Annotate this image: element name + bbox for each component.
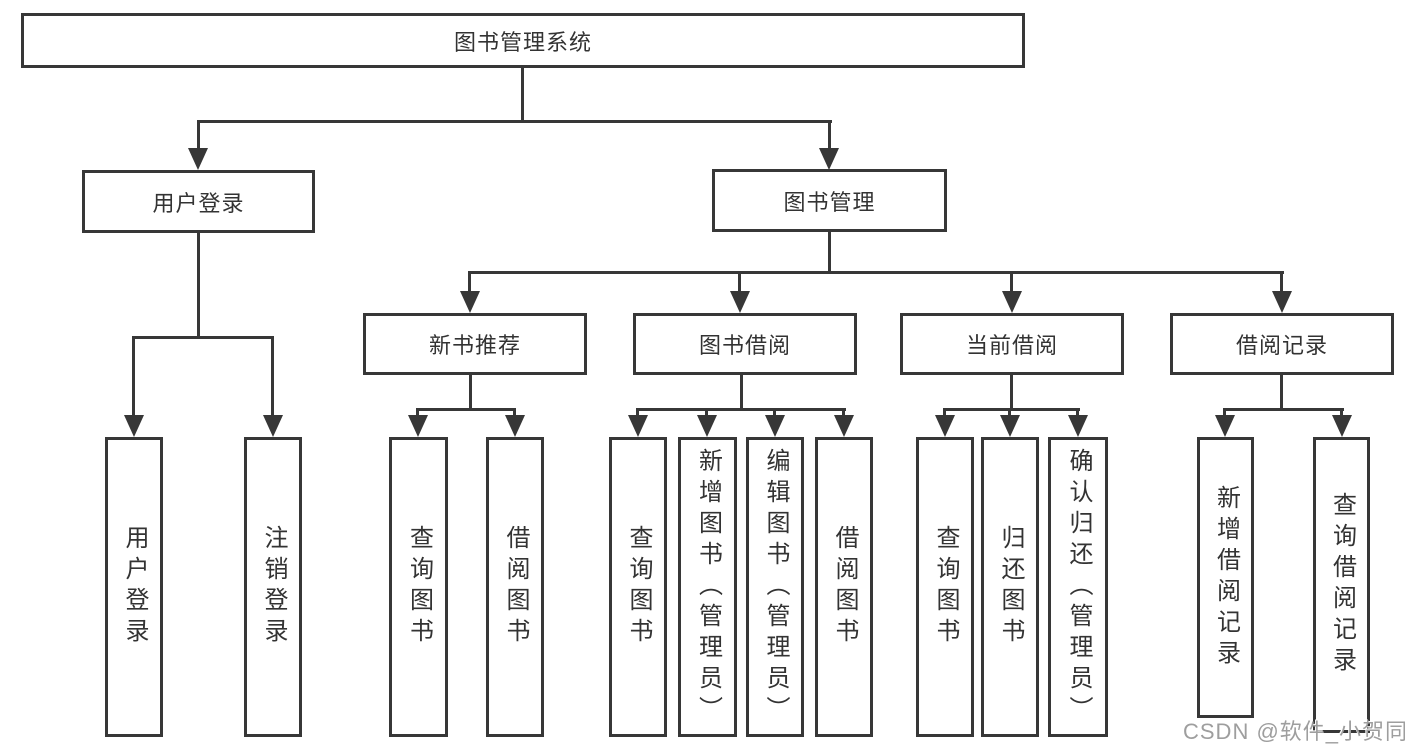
leaf-label: 查询图书 <box>625 525 652 649</box>
leaf-label: 注销登录 <box>260 525 287 649</box>
arrowhead-down-icon <box>505 415 525 437</box>
leaf-label: 查询借阅记录 <box>1328 492 1356 678</box>
leaf-borrow-books: 借阅图书 <box>486 437 544 737</box>
leaf-label: 新增图书（管理员） <box>694 447 722 727</box>
leaf-query-books: 查询图书 <box>916 437 974 737</box>
arrowhead-down-icon <box>819 148 839 170</box>
arrowhead-down-icon <box>188 148 208 170</box>
connector-stub <box>738 271 741 293</box>
connector-stub <box>1010 271 1013 293</box>
connector-rail <box>416 408 516 411</box>
leaf-add-borrow-record: 新增借阅记录 <box>1197 437 1254 718</box>
connector-user-login-rail <box>132 336 274 339</box>
arrowhead-down-icon <box>730 291 750 313</box>
arrowhead-down-icon <box>628 415 648 437</box>
leaf-label: 借阅图书 <box>502 525 529 649</box>
arrowhead-down-icon <box>935 415 955 437</box>
connector-level2-rail <box>197 120 832 123</box>
connector-stem <box>740 375 743 411</box>
arrowhead-down-icon <box>408 415 428 437</box>
node-label: 图书管理系统 <box>453 29 592 55</box>
leaf-add-books-admin: 新增图书（管理员） <box>678 437 737 737</box>
connector-level3-rail <box>468 271 1284 274</box>
arrowhead-down-icon <box>697 415 717 437</box>
arrowhead-down-icon <box>1000 415 1020 437</box>
connector-stub <box>1340 408 1343 420</box>
leaf-label: 查询图书 <box>932 525 959 649</box>
leaf-label: 确认归还（管理员） <box>1065 447 1092 727</box>
arrowhead-down-icon <box>124 415 144 437</box>
leaf-query-books: 查询图书 <box>389 437 448 737</box>
connector-stub <box>842 408 845 420</box>
leaf-label: 用户登录 <box>121 525 148 649</box>
leaf-borrow-books: 借阅图书 <box>815 437 873 737</box>
connector-stub <box>271 336 274 417</box>
leaf-label: 查询图书 <box>405 525 433 649</box>
connector-book-mgmt-stem <box>828 232 831 274</box>
leaf-edit-books-admin: 编辑图书（管理员） <box>746 437 804 737</box>
connector-stub <box>416 408 419 420</box>
arrowhead-down-icon <box>1068 415 1088 437</box>
arrowhead-down-icon <box>834 415 854 437</box>
leaf-label: 新增借阅记录 <box>1212 484 1240 671</box>
leaf-label: 归还图书 <box>997 525 1024 649</box>
connector-stem <box>1010 375 1013 411</box>
leaf-label: 编辑图书（管理员） <box>762 447 789 727</box>
arrowhead-down-icon <box>1272 291 1292 313</box>
connector-stub <box>197 120 200 152</box>
node-current-borrow: 当前借阅 <box>900 313 1124 375</box>
arrowhead-down-icon <box>1332 415 1352 437</box>
arrowhead-down-icon <box>460 291 480 313</box>
connector-rail <box>943 408 1080 411</box>
connector-stub <box>1223 408 1226 420</box>
connector-stub <box>513 408 516 420</box>
arrowhead-down-icon <box>1002 291 1022 313</box>
node-user-login: 用户登录 <box>82 170 315 233</box>
connector-stub <box>1280 271 1283 293</box>
node-label: 新书推荐 <box>428 333 521 358</box>
connector-stub <box>773 408 776 420</box>
connector-stub <box>943 408 946 420</box>
node-borrow-records: 借阅记录 <box>1170 313 1394 375</box>
connector-rail <box>1223 408 1344 411</box>
node-book-management: 图书管理 <box>712 169 947 232</box>
connector-user-login-stem <box>197 233 200 339</box>
arrowhead-down-icon <box>1215 415 1235 437</box>
leaf-user-login: 用户登录 <box>105 437 163 737</box>
csdn-watermark: CSDN @软件_小贺同学 <box>1183 719 1405 744</box>
node-label: 用户登录 <box>152 190 245 216</box>
leaf-confirm-return-admin: 确认归还（管理员） <box>1048 437 1108 737</box>
node-new-book-recommend: 新书推荐 <box>363 313 587 375</box>
node-book-borrow: 图书借阅 <box>633 313 857 375</box>
connector-stub <box>828 120 831 152</box>
connector-stub <box>468 271 471 293</box>
leaf-logout: 注销登录 <box>244 437 302 737</box>
node-label: 图书管理 <box>783 189 876 215</box>
leaf-label: 借阅图书 <box>831 525 858 649</box>
leaf-query-borrow-record: 查询借阅记录 <box>1313 437 1370 733</box>
connector-stub <box>705 408 708 420</box>
arrowhead-down-icon <box>765 415 785 437</box>
connector-stub <box>132 336 135 417</box>
leaf-query-books: 查询图书 <box>609 437 667 737</box>
connector-root-stem <box>521 66 524 122</box>
connector-rail <box>636 408 846 411</box>
connector-stem <box>469 375 472 411</box>
node-label: 图书借阅 <box>698 333 791 358</box>
connector-stub <box>636 408 639 420</box>
node-label: 当前借阅 <box>965 333 1058 358</box>
node-label: 借阅记录 <box>1235 333 1328 358</box>
connector-stem <box>1280 375 1283 411</box>
connector-stub <box>1076 408 1079 420</box>
arrowhead-down-icon <box>263 415 283 437</box>
leaf-return-books: 归还图书 <box>981 437 1039 737</box>
node-library-management-system: 图书管理系统 <box>21 13 1025 68</box>
connector-stub <box>1008 408 1011 420</box>
